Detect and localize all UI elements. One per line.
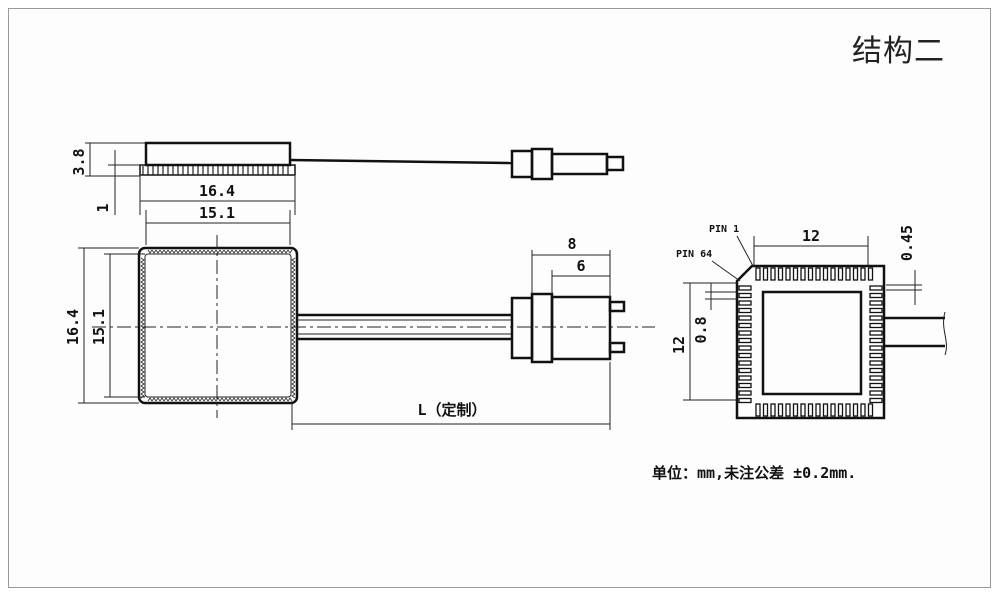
side-connector-collar <box>530 147 554 181</box>
side-body <box>144 141 292 167</box>
side-connector-tip <box>605 155 625 172</box>
length-label: L（定制） <box>417 401 486 419</box>
package-lid <box>144 253 292 398</box>
pin1-label: PIN 1 <box>709 224 739 235</box>
side-height-label: 3.8 <box>70 148 88 175</box>
pin-view: PIN 1 PIN 64 12 0.45 12 0.8 <box>670 224 947 420</box>
top-outer-height-label: 16.4 <box>64 309 82 345</box>
units-note: 单位：mm,未注公差 ±0.2mm. <box>652 464 857 482</box>
ferrule-8-label: 8 <box>567 235 576 253</box>
pin-width-12-label: 12 <box>802 227 820 245</box>
pin-height-12-label: 12 <box>670 336 688 354</box>
top-connector-sleeve <box>550 295 612 361</box>
side-connector-body <box>510 149 534 179</box>
top-connector-body <box>510 296 534 360</box>
top-connector-pin-upper <box>608 300 626 313</box>
ferrule-6-label: 6 <box>576 257 585 275</box>
top-connector-collar <box>530 292 554 364</box>
side-base-label: 1 <box>94 203 112 212</box>
pin-package-outline <box>735 264 886 420</box>
package-outline <box>137 246 299 405</box>
pin-leads <box>738 267 883 417</box>
top-outer-width-label: 16.4 <box>199 182 235 200</box>
top-inner-width-label: 15.1 <box>199 204 235 222</box>
side-connector-sleeve <box>550 152 609 176</box>
top-view: 15.1 16.4 15.1 8 6 <box>64 204 655 430</box>
top-connector-pin-lower <box>608 341 626 354</box>
side-fiber <box>289 158 513 165</box>
pin64-label: PIN 64 <box>676 249 712 260</box>
top-inner-height-label: 15.1 <box>90 309 108 345</box>
pin-package-die <box>761 290 863 396</box>
package-serrated-edges <box>140 249 296 402</box>
side-pins <box>142 166 289 175</box>
pin-width-045-label: 0.45 <box>898 225 916 261</box>
drawing-title: 结构二 <box>852 34 945 69</box>
drawing-frame <box>8 8 991 588</box>
side-view: 3.8 1 16.4 <box>70 141 625 215</box>
pin-pitch-label: 0.8 <box>692 316 710 343</box>
